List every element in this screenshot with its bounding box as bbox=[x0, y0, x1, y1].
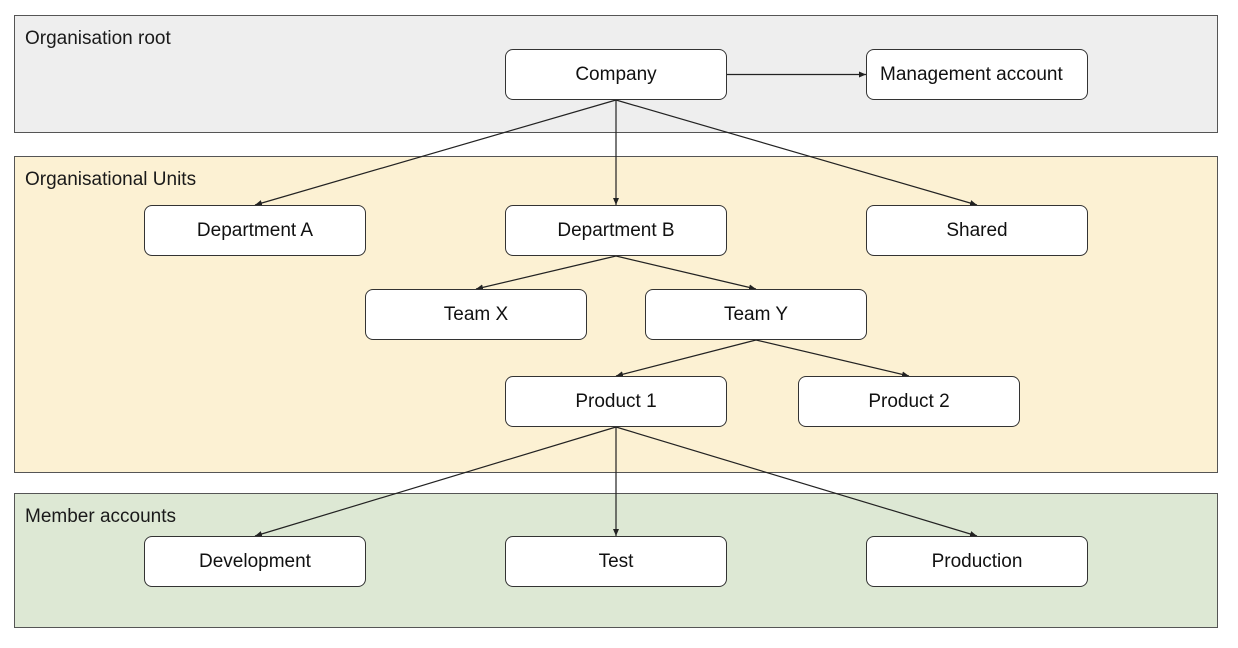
organisational-units-title: Organisational Units bbox=[25, 169, 197, 190]
team-x-node[interactable]: Team X bbox=[365, 289, 587, 340]
team-y-node[interactable]: Team Y bbox=[645, 289, 867, 340]
production-node[interactable]: Production bbox=[866, 536, 1088, 587]
development-node[interactable]: Development bbox=[144, 536, 366, 587]
department-a-node[interactable]: Department A bbox=[144, 205, 366, 256]
test-node[interactable]: Test bbox=[505, 536, 727, 587]
department-b-node[interactable]: Department B bbox=[505, 205, 727, 256]
shared-node[interactable]: Shared bbox=[866, 205, 1088, 256]
management-account-node[interactable]: Management account bbox=[866, 49, 1088, 100]
member-accounts-title: Member accounts bbox=[25, 506, 177, 527]
organisation-root-title: Organisation root bbox=[25, 28, 171, 49]
company-node[interactable]: Company bbox=[505, 49, 727, 100]
product-2-node[interactable]: Product 2 bbox=[798, 376, 1020, 427]
product-1-node[interactable]: Product 1 bbox=[505, 376, 727, 427]
